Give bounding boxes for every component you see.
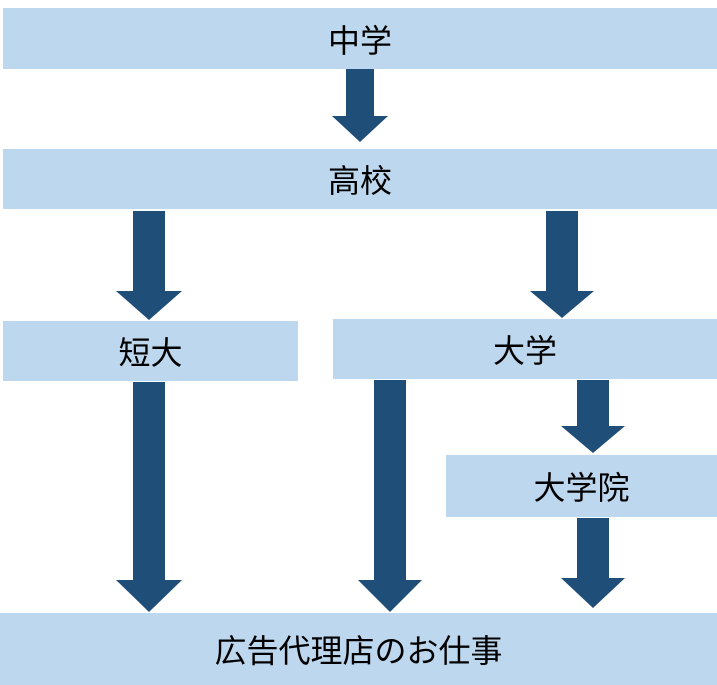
node-junior-high-label: 中学 bbox=[327, 21, 392, 60]
node-junior-college: 短大 bbox=[3, 321, 298, 381]
arrow-junior-high-to-high-school bbox=[332, 69, 388, 142]
arrow-high-school-to-university bbox=[530, 211, 594, 318]
arrow-graduate-school-to-career bbox=[561, 518, 625, 608]
node-graduate-school-label: 大学院 bbox=[533, 469, 630, 507]
node-career: 広告代理店のお仕事 bbox=[0, 613, 717, 685]
node-university-label: 大学 bbox=[492, 332, 557, 370]
node-career-label: 広告代理店のお仕事 bbox=[214, 632, 503, 670]
node-high-school-label: 高校 bbox=[327, 162, 392, 200]
node-graduate-school: 大学院 bbox=[446, 455, 717, 517]
node-junior-college-label: 短大 bbox=[118, 334, 183, 372]
arrow-junior-college-to-career bbox=[116, 382, 182, 612]
node-junior-high: 中学 bbox=[3, 8, 717, 69]
node-university: 大学 bbox=[333, 319, 717, 379]
arrow-high-school-to-junior-college bbox=[116, 211, 182, 320]
arrow-university-to-graduate-school bbox=[561, 380, 625, 453]
arrow-university-to-career bbox=[358, 380, 422, 612]
node-high-school: 高校 bbox=[3, 149, 717, 209]
